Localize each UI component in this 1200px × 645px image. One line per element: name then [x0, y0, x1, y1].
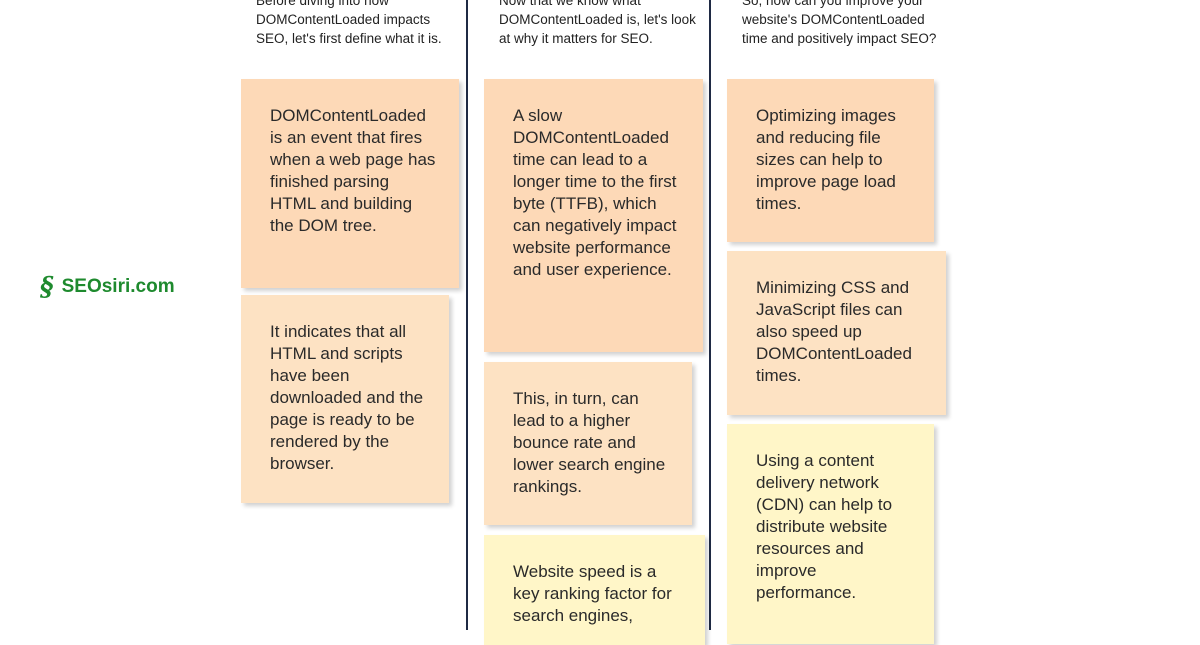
sticky-note[interactable]: A slow DOMContentLoaded time can lead to…: [484, 79, 703, 352]
sticky-note[interactable]: Minimizing CSS and JavaScript files can …: [727, 251, 946, 415]
sticky-note[interactable]: Optimizing images and reducing file size…: [727, 79, 934, 242]
logo-mark-icon: §: [40, 272, 54, 302]
logo-text: SEOsiri.com: [61, 276, 175, 297]
column-3-heading: So, how can you improve your website's D…: [742, 0, 937, 46]
seosiri-logo: § SEOsiri.com: [40, 272, 175, 302]
column-divider: [709, 0, 711, 630]
sticky-note[interactable]: DOMContentLoaded is an event that fires …: [241, 79, 459, 288]
sticky-note[interactable]: This, in turn, can lead to a higher boun…: [484, 362, 692, 525]
sticky-note[interactable]: Using a content delivery network (CDN) c…: [727, 424, 934, 644]
sticky-note[interactable]: Website speed is a key ranking factor fo…: [484, 535, 705, 645]
column-2-heading: Now that we know what DOMContentLoaded i…: [499, 0, 696, 46]
column-1-heading: Before diving into how DOMContentLoaded …: [256, 0, 442, 46]
sticky-note[interactable]: It indicates that all HTML and scripts h…: [241, 295, 449, 503]
column-divider: [466, 0, 468, 630]
